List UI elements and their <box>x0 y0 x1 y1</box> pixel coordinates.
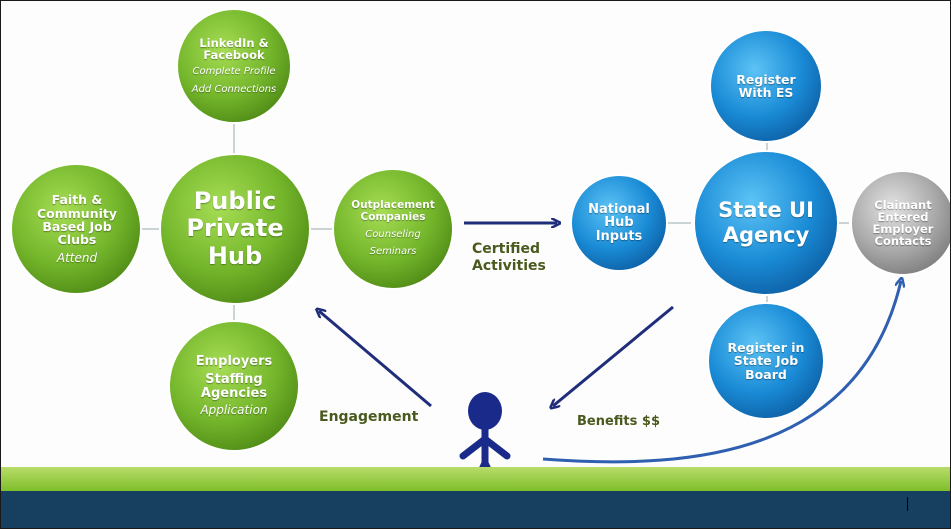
hub-title: Public Private Hub <box>186 186 284 270</box>
state-ui-circle <box>693 150 839 296</box>
engagement-arrow <box>319 311 432 408</box>
faith-sub: Attend <box>56 250 98 265</box>
claimant-circle <box>850 170 950 276</box>
hub-node: Public Private Hub <box>175 179 295 279</box>
footer-navy-band <box>1 491 950 528</box>
linkedin-node: LinkedIn & Facebook Complete Profile Add… <box>182 16 286 116</box>
engagement-label: Engagement <box>319 409 419 425</box>
outplacement-circle <box>332 168 454 290</box>
faith-circle <box>10 163 142 295</box>
linkedin-circle <box>176 8 292 124</box>
footer-green-band <box>1 467 950 491</box>
employers-sub: Application <box>200 403 268 418</box>
linkedin-title: LinkedIn & Facebook <box>199 35 269 62</box>
state-ui-node: State UI Agency <box>711 171 821 275</box>
register-es-circle <box>709 29 823 143</box>
outplacement-sub2: Seminars <box>369 246 417 258</box>
claimant-node: Claimant Entered Employer Contacts <box>863 189 943 257</box>
benefits-label: Benefits $$ <box>577 414 661 429</box>
certified-label: Certified Activities <box>472 241 546 274</box>
footer-tick-mark <box>907 497 908 511</box>
employers-title2: Staffing Agencies <box>200 371 268 401</box>
outplacement-sub1: Counseling <box>365 228 421 240</box>
linkedin-sub2: Add Connections <box>191 83 277 95</box>
employers-circle <box>168 320 300 452</box>
employers-title1: Employers <box>195 354 273 370</box>
state-ui-title: State UI Agency <box>718 197 814 247</box>
claimant-title: Claimant Entered Employer Contacts <box>872 197 934 249</box>
register-job-board-circle <box>707 302 825 420</box>
hub-circle <box>159 153 311 305</box>
national-circle <box>570 174 668 272</box>
register-es-node: Register With ES <box>726 61 806 111</box>
faith-title: Faith & Community Based Job Clubs <box>36 192 118 247</box>
faith-node: Faith & Community Based Job Clubs Attend <box>23 171 131 287</box>
register-job-board-title: Register in State Job Board <box>727 340 805 382</box>
linkedin-sub1: Complete Profile <box>192 66 276 78</box>
outplacement-title: Outplacement Companies <box>351 199 435 223</box>
claimant-curve-arrow <box>542 281 901 464</box>
national-node: National Hub Inputs <box>581 191 657 255</box>
outplacement-node: Outplacement Companies Counseling Semina… <box>341 189 445 269</box>
register-es-title: Register With ES <box>736 71 796 100</box>
national-title: National Hub Inputs <box>588 201 650 244</box>
benefits-arrow <box>553 305 674 406</box>
employers-node: Employers Staffing Agencies Application <box>179 341 289 431</box>
register-job-board-node: Register in State Job Board <box>723 326 809 396</box>
